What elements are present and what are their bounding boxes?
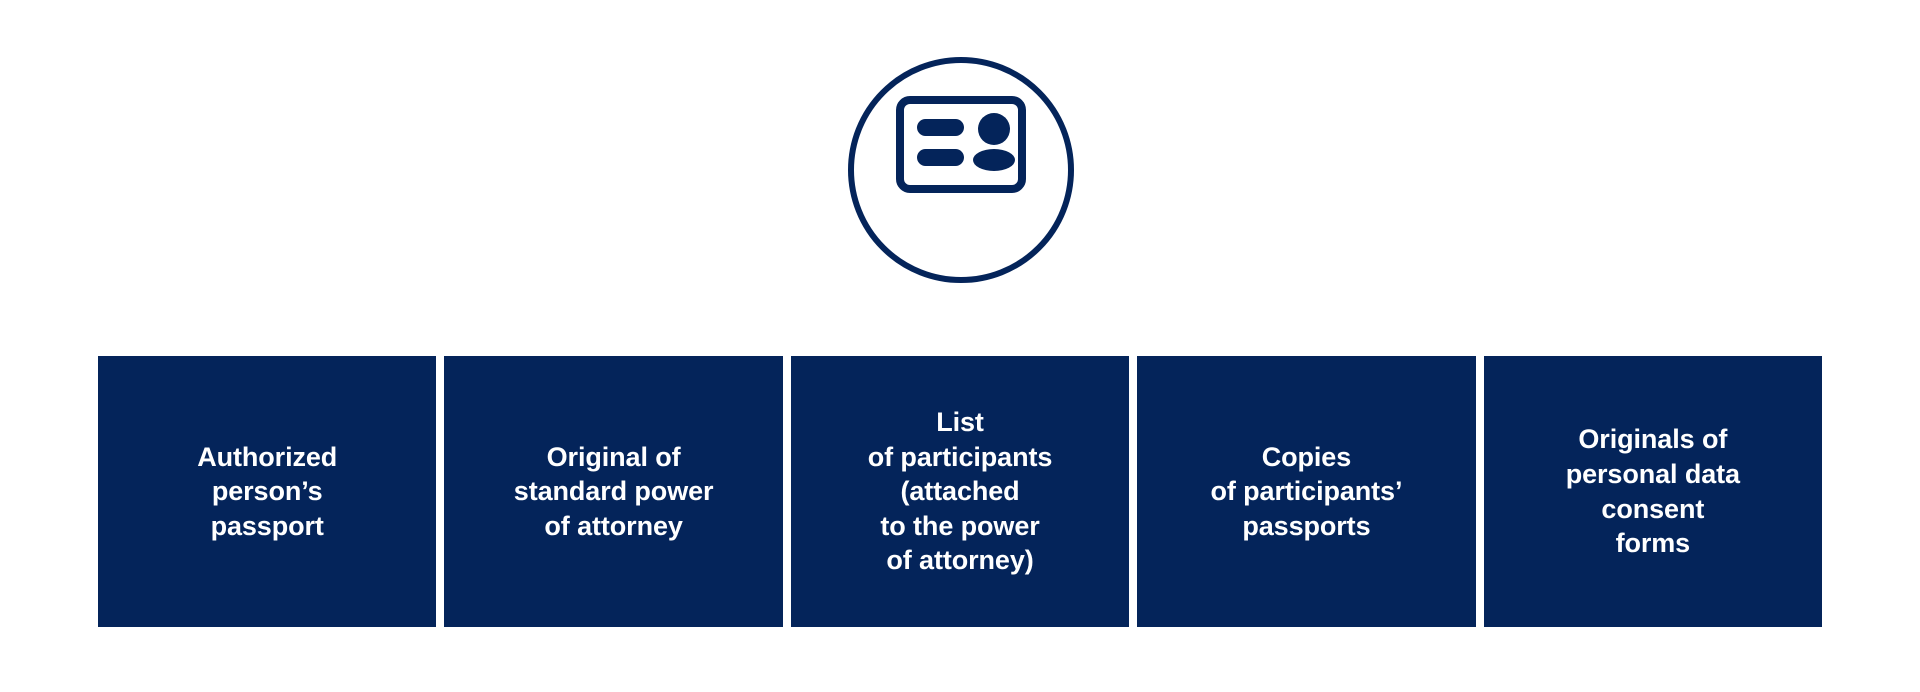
id-card-text-line-2-icon <box>917 149 964 166</box>
id-card-icon-badge <box>847 56 1075 284</box>
card-personal-data-consent-forms[interactable]: Originals of personal data consent forms <box>1483 356 1823 627</box>
card-label: Authorized person’s passport <box>197 441 338 541</box>
requirement-cards-row: Authorized person’s passport Original of… <box>98 356 1823 627</box>
circle-outline-icon <box>848 57 1074 283</box>
card-label: Copies of participants’ passports <box>1210 441 1403 541</box>
card-list-of-participants[interactable]: List of participants (attached to the po… <box>790 356 1130 627</box>
id-card-outline-icon <box>896 96 1026 193</box>
card-label: Original of standard power of attorney <box>513 441 714 541</box>
card-authorized-person-passport[interactable]: Authorized person’s passport <box>98 356 437 627</box>
person-shoulders-icon <box>973 149 1015 171</box>
id-card-text-line-1-icon <box>917 119 964 136</box>
person-head-icon <box>978 113 1010 145</box>
card-original-power-of-attorney[interactable]: Original of standard power of attorney <box>444 356 783 627</box>
card-copies-participants-passports[interactable]: Copies of participants’ passports <box>1137 356 1476 627</box>
card-label: Originals of personal data consent forms <box>1565 424 1740 559</box>
card-label: List of participants (attached to the po… <box>867 407 1053 576</box>
